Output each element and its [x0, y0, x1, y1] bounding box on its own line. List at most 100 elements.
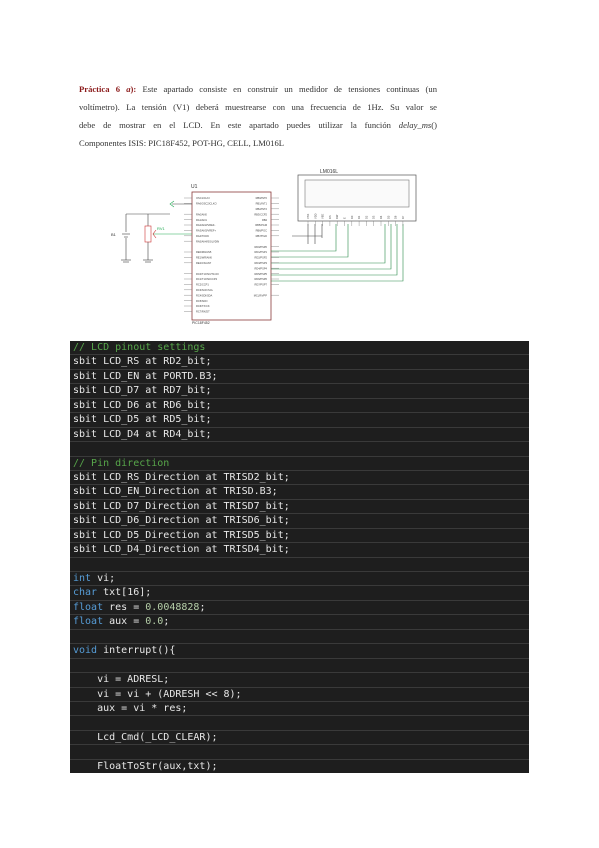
code-token: sbit LCD_D7_Direction at TRISD7_bit; [73, 500, 290, 512]
pin-label: RC7/RX/DT [196, 310, 210, 314]
code-line: float aux = 0.0; [70, 615, 529, 630]
code-line: float res = 0.0048828; [70, 601, 529, 616]
pin-label: RD3/PSP3 [254, 261, 267, 265]
lcd-label: LM016L [320, 169, 338, 175]
pin-label: RD7/PSP7 [254, 283, 267, 287]
pin-label: D7 [401, 215, 405, 219]
code-token: int [73, 573, 92, 584]
code-line: sbit LCD_EN_Direction at TRISD.B3; [70, 485, 529, 500]
code-line [70, 558, 529, 572]
code-token: 0.0048828 [145, 601, 200, 613]
code-line: sbit LCD_D5 at RD5_bit; [70, 413, 529, 428]
microcontroller: U1 OSC1/CLKIRA6/OSC2/CLKORA0/AN0RA1/AN1R… [191, 184, 272, 325]
cell-label: B1 [111, 232, 117, 237]
code-line: int vi; [70, 572, 529, 587]
pin-label: D0 [350, 215, 354, 219]
code-token: interrupt(){ [97, 645, 176, 657]
code-line [70, 716, 529, 731]
code-token: sbit LCD_RS at RD2_bit; [73, 356, 212, 368]
code-line [70, 745, 529, 760]
pin-label: D5 [386, 215, 390, 219]
pin-label: RA3/AN3/VREF+ [196, 229, 216, 233]
pin-label: VEE [321, 214, 325, 219]
code-line [70, 630, 529, 645]
code-token: Lcd_Cmd(_LCD_CLEAR); [73, 731, 218, 743]
pin-label: RB1/INT1 [256, 202, 268, 206]
pin-label: D4 [379, 215, 383, 219]
code-line: sbit LCD_D7 at RD7_bit; [70, 384, 529, 399]
code-line: sbit LCD_RS at RD2_bit; [70, 355, 529, 370]
pin-label: RB0/INT0 [256, 196, 268, 200]
pin-label: RD0/PSP0 [254, 245, 267, 249]
pin-label: OSC1/CLKI [196, 196, 210, 200]
code-line: // LCD pinout settings [70, 341, 529, 356]
code-line: sbit LCD_D6_Direction at TRISD6_bit; [70, 514, 529, 529]
pin-label: RE2/CS/AN7 [196, 261, 212, 265]
mcu-left-pin-labels: OSC1/CLKIRA6/OSC2/CLKORA0/AN0RA1/AN1RA2/… [196, 196, 219, 313]
code-token: sbit LCD_D7 at RD7_bit; [73, 385, 212, 397]
cell-and-pot [121, 200, 192, 263]
code-line: Lcd_Cmd(_LCD_CLEAR); [70, 731, 529, 746]
code-line: sbit LCD_D6 at RD6_bit; [70, 399, 529, 414]
pin-label: RB2/INT2 [256, 207, 268, 211]
code-line [70, 442, 529, 457]
instructions-paragraph: Práctica 6 a): Este apartado consiste en… [79, 80, 437, 152]
pin-label: RC3/SCK/SCL [196, 288, 214, 292]
pin-label: RD1/PSP1 [254, 250, 267, 254]
pin-label: VDD [313, 213, 317, 219]
pin-label: MCLR/VPP [254, 293, 268, 297]
pin-label: RD6/PSP6 [254, 277, 267, 281]
pin-label: RS [328, 215, 332, 219]
pin-label: RE1/WR/AN6 [196, 256, 212, 260]
code-token: float [73, 601, 104, 613]
pin-label: RA0/AN0 [196, 212, 207, 216]
code-token: 0.0 [145, 616, 164, 628]
paragraph-line-2: voltímetro). La tensión (V1) deberá mues… [79, 102, 437, 112]
code-token: vi = ADRESL; [73, 674, 170, 686]
pin-label: RB6/PGC [256, 229, 268, 233]
paragraph-line-1: Práctica 6 a): Este apartado consiste en… [79, 84, 437, 94]
code-token: sbit LCD_D5_Direction at TRISD5_bit; [73, 529, 290, 541]
code-token: sbit LCD_D4_Direction at TRISD4_bit; [73, 544, 290, 556]
code-line: sbit LCD_EN at PORTD.B3; [70, 370, 529, 385]
code-token: sbit LCD_RS_Direction at TRISD2_bit; [73, 471, 290, 483]
pin-label: RA4/T0CKI [196, 234, 209, 238]
code-token: ; [199, 601, 206, 613]
pin-label: D1 [357, 215, 361, 219]
code-token: vi; [91, 573, 116, 584]
code-line: char txt[16]; [70, 586, 529, 601]
pin-label: RC1/T1OSI/CCP2 [196, 277, 218, 281]
wires [271, 224, 404, 282]
pin-label: D6 [394, 215, 398, 219]
pin-label: RA6/OSC2/CLKO [196, 202, 217, 206]
paragraph-line-3: debe de mostrar en el LCD. En este apart… [79, 120, 437, 130]
code-token: sbit LCD_EN at PORTD.B3; [73, 370, 218, 382]
pin-label: RC5/SDO [196, 299, 208, 303]
pin-label: E [343, 217, 347, 219]
components-line: Componentes ISIS: PIC18F452, POT-HG, CEL… [79, 138, 284, 148]
code-token: sbit LCD_EN_Direction at TRISD.B3; [73, 486, 278, 498]
code-token: // Pin direction [73, 457, 170, 469]
pin-label: RB5/PGM [255, 223, 267, 227]
pin-label: D3 [372, 215, 376, 219]
code-token: float [73, 616, 104, 628]
code-line: sbit LCD_D4_Direction at TRISD4_bit; [70, 543, 529, 558]
code-token: void [73, 645, 98, 657]
pin-label: RD4/PSP4 [254, 266, 267, 270]
code-token: // LCD pinout settings [73, 342, 206, 353]
code-token: aux = [103, 616, 146, 628]
pin-label: RA2/AN2/VREF- [196, 223, 215, 227]
mcu-right-pin-labels: RB0/INT0RB1/INT1RB2/INT2RB3/CCP2RB4RB5/P… [254, 196, 268, 297]
code-line: aux = vi * res; [70, 702, 529, 717]
function-name: delay_ms [398, 120, 432, 130]
practice-title: Práctica 6 a): [79, 84, 137, 94]
code-token: sbit LCD_D6 at RD6_bit; [73, 399, 212, 411]
code-token: txt[16]; [97, 587, 152, 599]
code-token: sbit LCD_D6_Direction at TRISD6_bit; [73, 515, 290, 527]
code-line: sbit LCD_RS_Direction at TRISD2_bit; [70, 471, 529, 486]
code-line: void interrupt(){ [70, 644, 529, 659]
pin-label: RB4 [262, 218, 268, 222]
pin-label: RC4/SDI/SDA [196, 293, 213, 297]
